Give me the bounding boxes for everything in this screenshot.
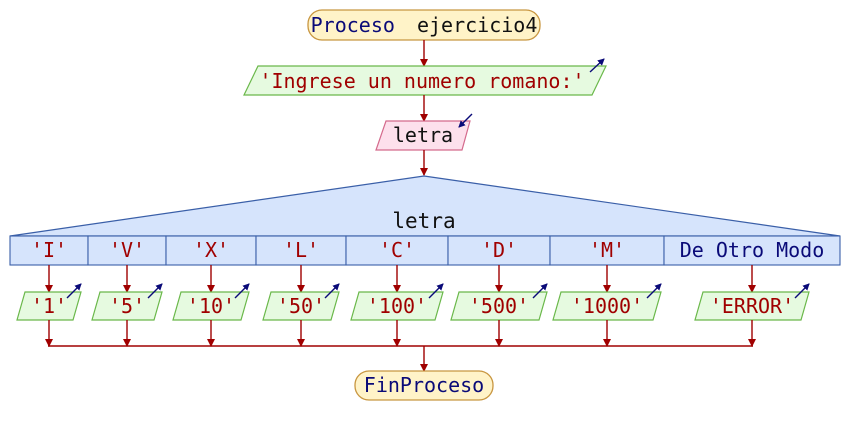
case-branches: '1' '5' '10' '50' '100' '500' '1000' 'ERROR' bbox=[16, 265, 810, 347]
case-output-text: '500' bbox=[469, 294, 529, 318]
case-label: 'L' bbox=[283, 238, 319, 262]
case-cell[interactable] bbox=[447, 235, 551, 266]
output-arrow-icon bbox=[646, 283, 662, 299]
case-label: 'X' bbox=[193, 238, 229, 262]
case-label: 'D' bbox=[481, 238, 517, 262]
switch-block[interactable]: letra 'I' 'V' 'X' 'L' 'C' 'D' 'M' De Otro Modo bbox=[9, 175, 841, 266]
output-block-case[interactable]: '1000' bbox=[552, 283, 662, 321]
end-label: FinProceso bbox=[364, 373, 484, 397]
case-row: 'I' 'V' 'X' 'L' 'C' 'D' 'M' De Otro Modo bbox=[9, 235, 841, 266]
case-cell[interactable] bbox=[549, 235, 665, 266]
input-block-letra[interactable]: letra bbox=[375, 113, 473, 151]
end-terminal[interactable]: FinProceso bbox=[354, 370, 494, 401]
case-label: 'V' bbox=[109, 238, 145, 262]
output-block-case[interactable]: 'ERROR' bbox=[694, 283, 810, 321]
case-cell[interactable] bbox=[345, 235, 449, 266]
start-keyword: Proceso bbox=[311, 13, 395, 37]
case-output-text: '10' bbox=[187, 294, 235, 318]
case-label: De Otro Modo bbox=[680, 238, 825, 262]
output-arrow-icon bbox=[532, 283, 548, 299]
case-label: 'M' bbox=[589, 238, 625, 262]
switch-variable-text: letra bbox=[392, 209, 455, 233]
output-block-case[interactable]: '500' bbox=[450, 283, 548, 321]
output-arrow-icon bbox=[66, 283, 82, 299]
case-output-text: '100' bbox=[367, 294, 427, 318]
svg-text:Proceso ejercicio4: Proceso ejercicio4 bbox=[311, 13, 538, 37]
process-name: ejercicio4 bbox=[417, 13, 537, 37]
output-prompt-text: 'Ingrese un numero romano:' bbox=[259, 69, 584, 93]
output-block-case[interactable]: '100' bbox=[350, 283, 444, 321]
case-output-text: '50' bbox=[277, 294, 325, 318]
output-arrow-icon bbox=[234, 283, 250, 299]
case-label: 'C' bbox=[379, 238, 415, 262]
case-cell[interactable] bbox=[663, 235, 841, 266]
output-arrow-icon bbox=[428, 283, 444, 299]
output-arrow-icon bbox=[794, 283, 810, 299]
start-terminal[interactable]: Proceso ejercicio4 bbox=[307, 9, 541, 41]
output-block-case[interactable]: '10' bbox=[172, 283, 250, 321]
output-block-case[interactable]: '1' bbox=[16, 283, 82, 321]
case-output-text: 'ERROR' bbox=[710, 294, 794, 318]
input-arrow-icon bbox=[458, 113, 473, 128]
case-label: 'I' bbox=[31, 238, 67, 262]
output-block-case[interactable]: '5' bbox=[91, 283, 163, 321]
output-block-case[interactable]: '50' bbox=[262, 283, 340, 321]
case-output-text: '5' bbox=[109, 294, 145, 318]
input-variable-text: letra bbox=[393, 123, 453, 147]
case-output-text: '1000' bbox=[571, 294, 643, 318]
output-arrow-icon bbox=[324, 283, 340, 299]
output-block-prompt[interactable]: 'Ingrese un numero romano:' bbox=[243, 58, 607, 96]
output-arrow-icon bbox=[589, 58, 605, 73]
output-arrow-icon bbox=[147, 283, 163, 299]
case-output-text: '1' bbox=[31, 294, 67, 318]
